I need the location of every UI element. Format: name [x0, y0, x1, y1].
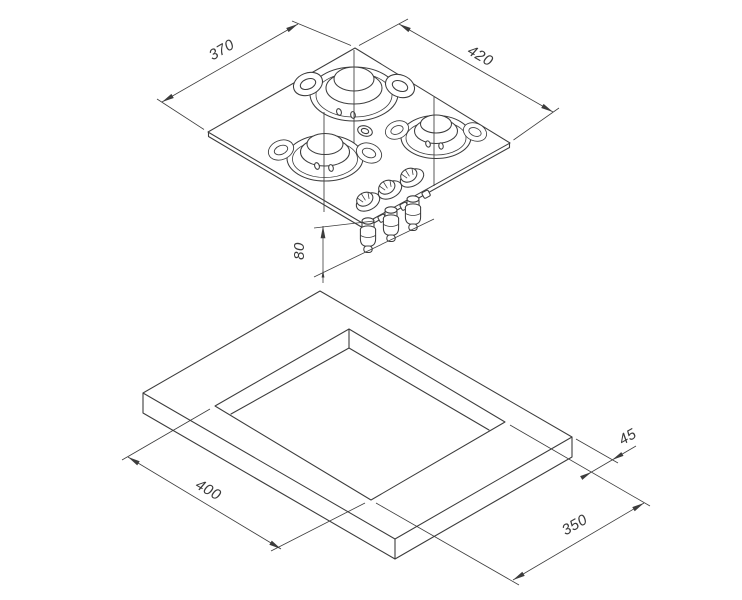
thermocouple [350, 111, 356, 119]
mounting-clip [421, 189, 431, 199]
ignition-button [357, 125, 373, 137]
dimension-350: 350 [375, 424, 651, 586]
dim-label-edge-margin: 45 [616, 425, 640, 449]
thermocouple [328, 164, 334, 172]
dimension-80: 80 [291, 218, 435, 283]
dim-label-cutout-left-edge: 400 [193, 476, 225, 504]
igniter-electrode [314, 162, 320, 170]
gas-valve [404, 195, 422, 232]
gas-valve [359, 217, 377, 254]
dimension-45: 45 [575, 425, 640, 480]
burner-rear [289, 50, 419, 167]
worktop-view: 400 350 45 [121, 290, 651, 586]
gas-valve [382, 206, 400, 243]
thermocouple [438, 142, 444, 150]
igniter-electrode [336, 108, 342, 116]
dim-label-hob-underside-depth: 80 [291, 242, 308, 260]
dim-label-hob-right-edge: 420 [465, 42, 497, 70]
igniter-electrode [425, 140, 431, 148]
dim-label-cutout-right-edge: 350 [559, 511, 591, 539]
worktop-cutout [214, 328, 506, 501]
burner-front-left [264, 112, 386, 212]
burner-right [382, 97, 490, 186]
hob-view: 370 420 80 [156, 18, 560, 283]
dim-label-hob-left-edge: 370 [206, 36, 238, 64]
